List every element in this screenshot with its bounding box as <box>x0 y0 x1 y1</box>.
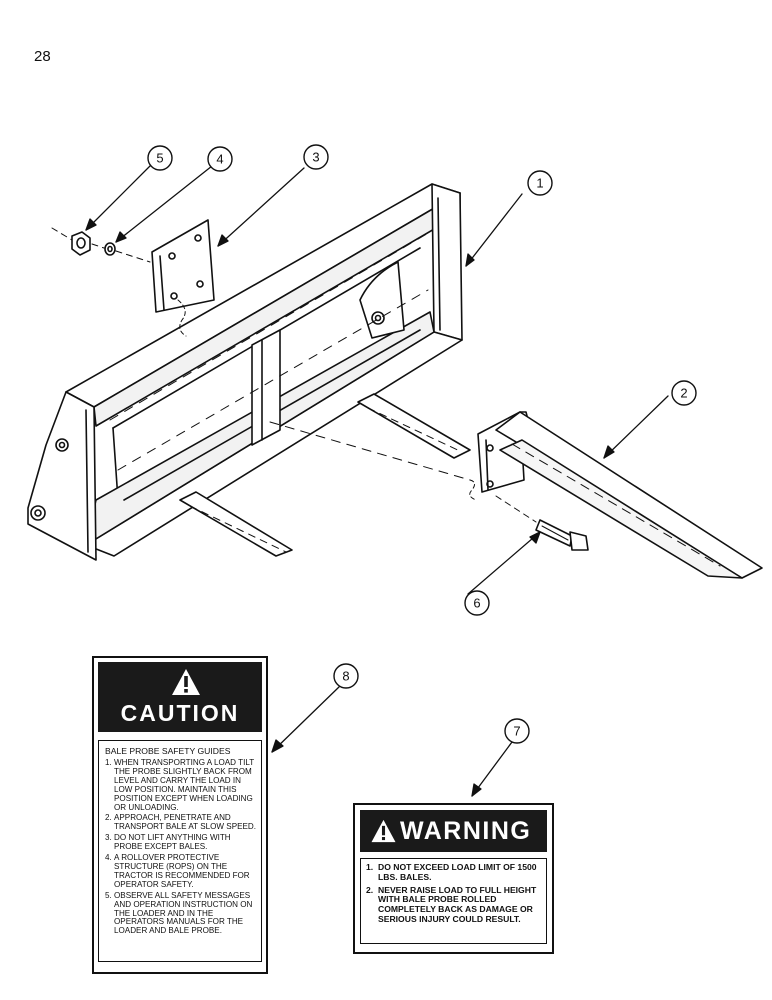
caution-item: 4.A ROLLOVER PROTECTIVE STRUCTURE (ROPS)… <box>105 853 250 889</box>
warning-triangle-icon <box>172 669 200 695</box>
callout-label-4: 4 <box>216 152 223 167</box>
warning-list: 1.DO NOT EXCEED LOAD LIMIT OF 1500 LBS. … <box>366 862 542 925</box>
caution-header: CAUTION <box>98 662 262 732</box>
callout-label-1: 1 <box>536 176 543 191</box>
callout-label-2: 2 <box>680 386 687 401</box>
bale-probe-frame <box>27 183 471 561</box>
callout-label-5: 5 <box>156 151 163 166</box>
caution-body: BALE PROBE SAFETY GUIDES 1.WHEN TRANSPOR… <box>98 740 262 962</box>
callout-circle-1 <box>527 170 553 196</box>
callout-circle-7 <box>504 718 530 744</box>
warning-header: WARNING <box>360 810 547 852</box>
lock-washer <box>104 242 116 256</box>
caution-title: CAUTION <box>120 700 240 726</box>
bolt <box>535 519 589 551</box>
caution-item: 2.APPROACH, PENETRATE AND TRANSPORT BALE… <box>105 813 256 832</box>
bale-probe-tine <box>477 411 763 579</box>
callout-label-3: 3 <box>312 150 319 165</box>
callout-circle-4 <box>207 146 233 172</box>
caution-item: 5.OBSERVE ALL SAFETY MESSAGES AND OPERAT… <box>105 890 253 936</box>
callout-circle-3 <box>303 144 329 170</box>
callout-circle-2 <box>671 380 697 406</box>
callout-label-6: 6 <box>473 596 480 611</box>
warning-decal: WARNING 1.DO NOT EXCEED LOAD LIMIT OF 15… <box>353 803 554 954</box>
warning-item: 1.DO NOT EXCEED LOAD LIMIT OF 1500 LBS. … <box>366 862 537 882</box>
mounting-plate <box>151 219 215 337</box>
caution-decal: CAUTION BALE PROBE SAFETY GUIDES 1.WHEN … <box>92 656 268 974</box>
caution-item: 3.DO NOT LIFT ANYTHING WITH PROBE EXCEPT… <box>105 833 231 852</box>
warning-title: WARNING <box>400 817 532 845</box>
callout-label-7: 7 <box>513 724 520 739</box>
warning-item: 2.NEVER RAISE LOAD TO FULL HEIGHT WITH B… <box>366 884 537 924</box>
callout-label-8: 8 <box>342 669 349 684</box>
page-number: 28 <box>34 48 51 65</box>
callout-circle-6 <box>464 590 490 616</box>
caution-subtitle: BALE PROBE SAFETY GUIDES <box>105 746 231 756</box>
warning-triangle-icon <box>371 819 396 843</box>
callout-circle-5 <box>147 145 173 171</box>
warning-body: 1.DO NOT EXCEED LOAD LIMIT OF 1500 LBS. … <box>360 858 547 944</box>
caution-item: 1.WHEN TRANSPORTING A LOAD TILT THE PROB… <box>105 758 255 812</box>
callout-circle-8 <box>333 663 359 689</box>
caution-list: 1.WHEN TRANSPORTING A LOAD TILT THE PROB… <box>105 758 257 936</box>
hex-nut <box>71 231 91 256</box>
